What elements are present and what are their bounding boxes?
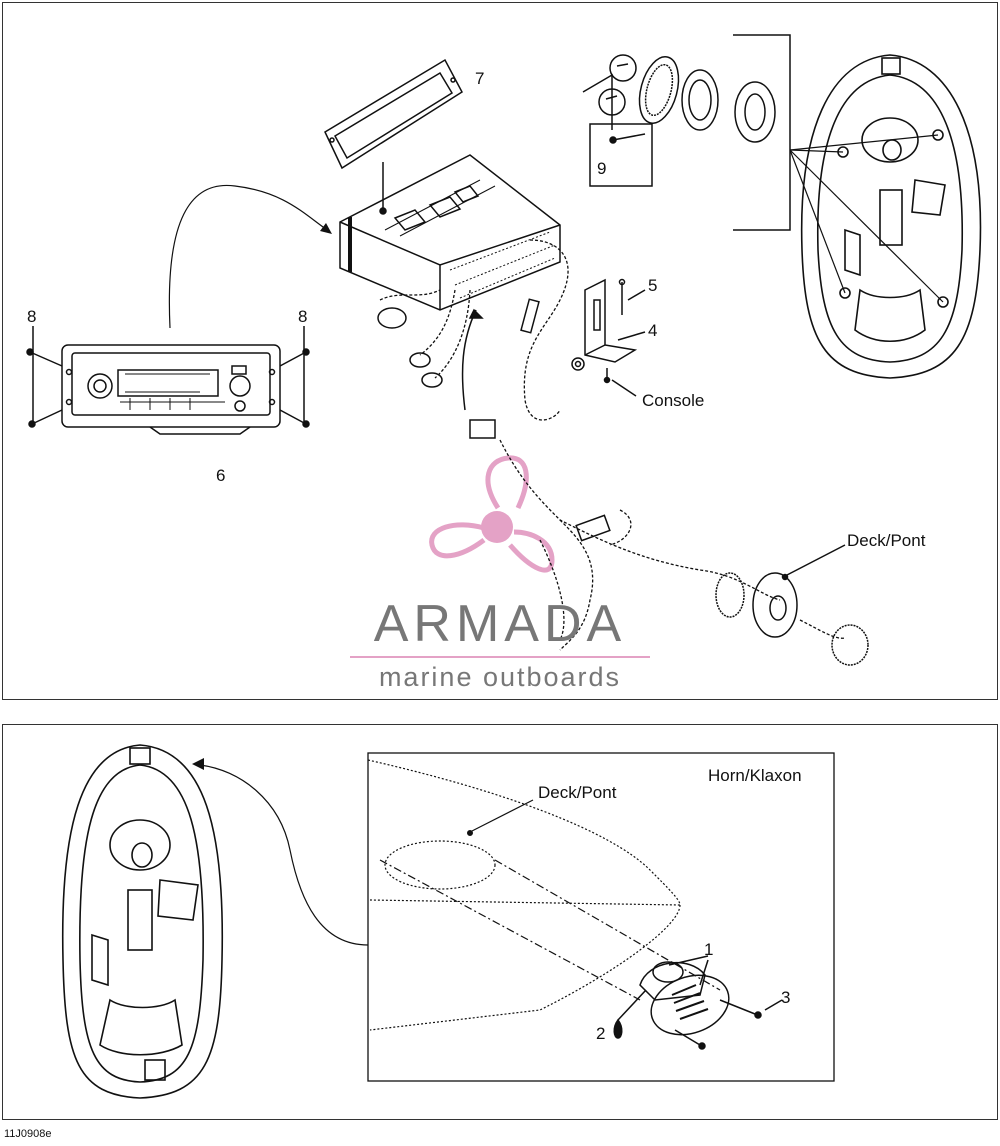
watermark-tagline: marine outboards: [378, 662, 622, 692]
boat-to-horn-arrow: [199, 764, 369, 946]
bottom-diagram-panel: [2, 724, 998, 1120]
watermark-brand: ARMADA: [373, 595, 627, 653]
install-arrow-head: [320, 223, 332, 234]
callout-3: 3: [781, 988, 791, 1007]
speaker-location-leaders: [789, 134, 944, 303]
callout-8-left: 8: [27, 307, 37, 326]
armada-propeller-logo: [429, 455, 555, 573]
deck-label-bottom: Deck/Pont: [538, 783, 617, 802]
callout-8-right: 8: [298, 307, 308, 326]
horn: [613, 955, 783, 1050]
radio-housing: [339, 154, 561, 311]
callout-6: 6: [216, 466, 226, 485]
callout-7: 7: [475, 69, 485, 88]
faceplate-screws: [26, 326, 310, 428]
speaker-assembly: [582, 34, 791, 231]
callout-4: 4: [648, 321, 658, 340]
install-arrow: [168, 184, 331, 329]
horn-detail-box: [367, 752, 835, 1082]
boat-to-horn-arrowhead: [192, 758, 204, 770]
boat-top-view-lower: [61, 744, 224, 1099]
callout-1: 1: [704, 940, 714, 959]
watermark-divider: [350, 656, 650, 658]
horn-label: Horn/Klaxon: [708, 766, 802, 785]
callout-9: 9: [597, 159, 607, 178]
mounting-gasket: [324, 58, 463, 215]
deck-label-top: Deck/Pont: [847, 531, 926, 550]
console-label: Console: [642, 391, 705, 410]
deck-speaker: [715, 544, 869, 666]
mounting-bracket: [571, 278, 646, 397]
radio-faceplate: [61, 344, 281, 435]
drawing-code: 11J0908e: [4, 1128, 52, 1140]
top-diagram-panel: [2, 2, 998, 700]
callout-2: 2: [596, 1024, 606, 1043]
boat-top-view-upper: [800, 54, 982, 379]
harness-connectors: [377, 298, 611, 542]
callout-5: 5: [648, 276, 658, 295]
wiring-harness: [379, 239, 846, 651]
